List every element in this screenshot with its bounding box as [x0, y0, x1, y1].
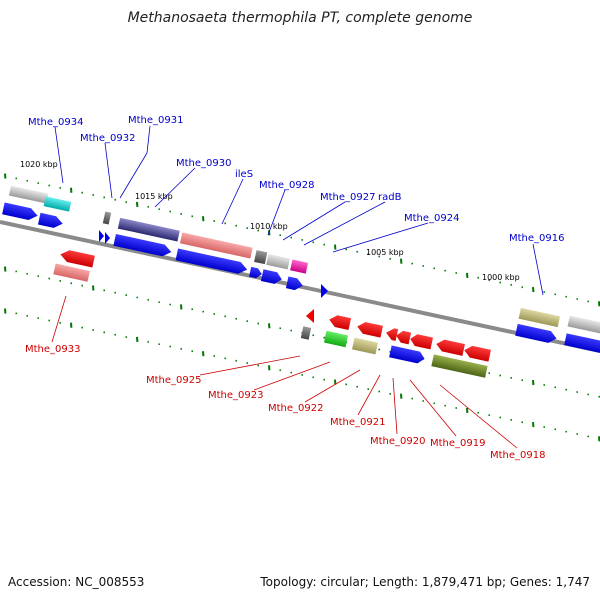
reverse-arrow-track [59, 249, 491, 362]
gene-arrow-reverse[interactable] [435, 338, 465, 356]
reverse-gene-labels: Mthe_0933 Mthe_0925 Mthe_0923 Mthe_0922 … [25, 344, 546, 461]
reverse-outer-track [53, 263, 488, 378]
gene-arrow-forward[interactable] [389, 345, 426, 365]
gene-arrow-forward[interactable] [285, 276, 304, 291]
gene-arrow-reverse[interactable] [463, 344, 491, 362]
gene-arrow-forward[interactable] [564, 333, 600, 354]
gene-mthe-0916[interactable] [567, 315, 600, 335]
gene-radB[interactable] [290, 259, 309, 274]
genome-summary-text: Topology: circular; Length: 1,879,471 bp… [260, 575, 590, 589]
gene-label-radB[interactable]: radB [378, 192, 402, 203]
gene-label-mthe-0916[interactable]: Mthe_0916 [509, 233, 565, 244]
gene-label-mthe-0930[interactable]: Mthe_0930 [176, 158, 232, 169]
gene-mthe-0928[interactable] [254, 250, 268, 265]
gene-ileS[interactable] [179, 232, 253, 259]
gene-arrow-forward[interactable] [515, 323, 558, 344]
gene-mthe-0934[interactable] [43, 196, 72, 212]
scale-labels: 1020 kbp 1015 kbp 1010 kbp 1005 kbp 1000… [20, 160, 520, 282]
gene-mthe-0925[interactable] [300, 326, 312, 340]
gene-mthe-0917[interactable] [518, 307, 561, 328]
gene-label-mthe-0922[interactable]: Mthe_0922 [268, 403, 324, 414]
gene-label-mthe-0918[interactable]: Mthe_0918 [490, 450, 546, 461]
forward-arrow-track [2, 202, 600, 365]
gene-arrow-forward[interactable] [105, 232, 110, 244]
gene-arrow-forward[interactable] [260, 269, 283, 285]
map-title: Methanosaeta thermophila PT, complete ge… [127, 10, 473, 26]
gene-arrow-forward[interactable] [37, 212, 64, 230]
gene-arrow-forward[interactable] [321, 284, 328, 298]
scale-label-1015: 1015 kbp [135, 192, 173, 201]
gene-mthe-0932[interactable] [102, 211, 112, 225]
callout-lines [51, 125, 544, 449]
gene-arrow-reverse[interactable] [59, 249, 95, 268]
gene-mthe-0919[interactable] [431, 354, 488, 378]
gene-mthe-0923[interactable] [323, 330, 349, 348]
scale-label-1010: 1010 kbp [250, 222, 288, 231]
gene-arrow-forward[interactable] [99, 230, 104, 242]
gene-arrow-forward[interactable] [2, 202, 39, 222]
forward-outer-track [8, 185, 600, 335]
gene-arrow-reverse[interactable] [385, 327, 399, 341]
gene-label-mthe-0931[interactable]: Mthe_0931 [128, 115, 184, 126]
gene-arrow-forward[interactable] [175, 248, 249, 276]
gene-label-mthe-0933[interactable]: Mthe_0933 [25, 344, 81, 355]
scale-label-1020: 1020 kbp [20, 160, 58, 169]
gene-label-mthe-0925[interactable]: Mthe_0925 [146, 375, 202, 386]
gene-arrow-reverse[interactable] [409, 333, 433, 350]
gene-mthe-0931[interactable] [117, 217, 180, 242]
gene-label-mthe-0923[interactable]: Mthe_0923 [208, 390, 264, 401]
scale-label-1000: 1000 kbp [482, 273, 520, 282]
gene-mthe-0922[interactable] [352, 337, 378, 355]
forward-gene-labels: Mthe_0934 Mthe_0932 Mthe_0931 Mthe_0930 … [28, 115, 565, 244]
gene-mthe-0933[interactable] [53, 263, 90, 282]
gene-label-mthe-0927[interactable]: Mthe_0927 [320, 192, 376, 203]
gene-label-mthe-0928[interactable]: Mthe_0928 [259, 180, 315, 191]
gene-label-mthe-0919[interactable]: Mthe_0919 [430, 438, 486, 449]
gene-arrow-reverse[interactable] [306, 309, 314, 323]
gene-arrow-forward[interactable] [113, 234, 172, 258]
gene-label-mthe-0924[interactable]: Mthe_0924 [404, 213, 460, 224]
gene-label-ileS[interactable]: ileS [235, 169, 253, 180]
gene-arrow-reverse[interactable] [328, 314, 352, 330]
gene-mthe-0935[interactable] [8, 185, 49, 204]
gene-mthe-0927[interactable] [266, 254, 290, 270]
tick-marks [4, 173, 600, 442]
gene-arrow-reverse[interactable] [395, 330, 412, 345]
accession-text: Accession: NC_008553 [8, 575, 145, 589]
gene-arrow-reverse[interactable] [356, 321, 383, 338]
gene-label-mthe-0920[interactable]: Mthe_0920 [370, 436, 426, 447]
scale-label-1005: 1005 kbp [366, 248, 404, 257]
gene-label-mthe-0932[interactable]: Mthe_0932 [80, 133, 136, 144]
gene-label-mthe-0934[interactable]: Mthe_0934 [28, 117, 84, 128]
gene-label-mthe-0921[interactable]: Mthe_0921 [330, 417, 386, 428]
gene-arrow-forward[interactable] [249, 266, 263, 279]
